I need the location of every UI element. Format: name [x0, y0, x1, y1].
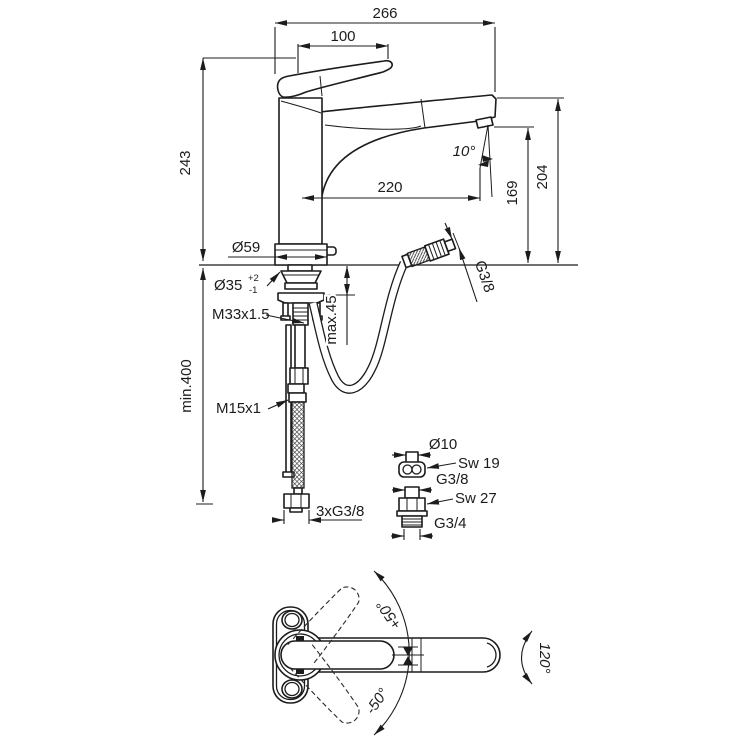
- dim-handle-reach: 100: [297, 28, 389, 73]
- dim-outlet-height-label: 169: [504, 180, 521, 205]
- body-cap-line: [280, 100, 322, 114]
- stud-left: [282, 302, 289, 318]
- gap-arrow-bottom: [403, 656, 413, 665]
- dim-supply-connections-label: 3xG3/8: [316, 503, 364, 520]
- hose-pipe: [294, 324, 306, 369]
- dim-max-deck-thickness: max.45: [321, 266, 355, 347]
- detail-wrench2-label: Sw 27: [455, 490, 497, 507]
- base: [274, 243, 328, 266]
- swivel-arc: [373, 570, 410, 736]
- dim-hole-diameter: Ø35 +2 -1: [214, 271, 281, 296]
- main-side-view: 266 100 243 220: [175, 5, 578, 524]
- dim-outlet-height: 169: [494, 126, 534, 263]
- spout-detail-line: [324, 124, 422, 130]
- spout-outline: [320, 94, 497, 197]
- m15-nut: [288, 392, 307, 403]
- dim-hose-thread-label: M15x1: [216, 400, 261, 417]
- dim-swivel-up-label: +50°: [373, 597, 405, 633]
- dim-spout-reach-label: 220: [377, 179, 402, 196]
- connector-detail-view: Ø10 Sw 19 G3/8 Sw 27 G3/4: [391, 436, 500, 540]
- lever-top-view: [280, 640, 395, 670]
- dim-hole-diameter-label: Ø35: [214, 277, 242, 294]
- dim-spout-reach: 220: [302, 168, 481, 201]
- lever-position-down: [287, 644, 360, 724]
- hose-connector: [401, 238, 457, 269]
- washer: [284, 282, 318, 290]
- shank-neck: [287, 264, 313, 272]
- dim-hole-tol-lower: -1: [249, 285, 257, 296]
- mounting-set: [277, 264, 325, 326]
- faucet-body: [278, 97, 323, 245]
- dim-overall-depth: 266: [274, 5, 496, 92]
- gap-arrow-top: [403, 647, 413, 656]
- dim-base-diameter-label: Ø59: [232, 239, 260, 256]
- dim-max-deck-thickness-label: max.45: [323, 295, 340, 344]
- plan-view: +50° -50° 120°: [272, 570, 553, 736]
- pivot-notch-top: [296, 636, 304, 641]
- hose-hex-nut: [283, 493, 310, 509]
- dim-head-height-label: 204: [534, 164, 551, 189]
- dim-hose-connection: G3/8: [444, 222, 498, 303]
- cone-gasket: [280, 270, 322, 284]
- pipe-block: [289, 367, 309, 385]
- dim-overall-depth-label: 266: [372, 5, 397, 22]
- detail-wrench1-label: Sw 19: [458, 455, 500, 472]
- handle-front-edge: [319, 75, 323, 97]
- dim-handle-reach-label: 100: [330, 28, 355, 45]
- dim-hole-tol-upper: +2: [248, 273, 259, 284]
- detail-thread2-label: G3/4: [434, 515, 467, 532]
- hose-tip: [289, 507, 303, 513]
- fitting-stem: [404, 486, 420, 499]
- dim-hose-connection-label: G3/8: [471, 258, 498, 294]
- pivot-notch-bottom: [296, 669, 304, 674]
- dim-spray-angle: 10°: [453, 124, 493, 198]
- total-swivel-arrow: [520, 630, 533, 685]
- aerator: [475, 116, 494, 129]
- sw27-nut: [398, 497, 426, 512]
- detail-hose-diameter-label: Ø10: [429, 436, 457, 453]
- detail-thread1-label: G3/8: [436, 471, 469, 488]
- dim-min-clearance-label: min.400: [178, 359, 195, 412]
- pullout-head-joint-line: [420, 98, 426, 129]
- dimensions: 266 100 243 220: [175, 5, 564, 524]
- dim-height-above-deck: 243: [175, 57, 296, 261]
- dim-min-clearance: min.400: [176, 268, 213, 505]
- dim-spray-angle-label: 10°: [453, 143, 476, 160]
- dim-swivel-down-label: -50°: [362, 685, 392, 717]
- mounting-bracket: [277, 292, 325, 304]
- dim-hose-thread: M15x1: [216, 399, 289, 417]
- shank-threads: [293, 307, 308, 321]
- spout-tip-detail: [486, 642, 497, 668]
- hose-neck: [293, 487, 303, 495]
- lever-position-up: [287, 586, 360, 666]
- lever-handle: [276, 59, 393, 98]
- dim-head-height: 204: [497, 97, 564, 263]
- supply-pipes: [282, 324, 310, 513]
- dim-shank-thread-label: M33x1.5: [212, 306, 270, 323]
- dim-shank-thread: M33x1.5: [212, 306, 305, 324]
- dim-supply-connections: 3xG3/8: [272, 503, 364, 524]
- braided-hose: [291, 401, 305, 489]
- dim-base-diameter: Ø59: [228, 239, 327, 260]
- dim-height-label: 243: [177, 150, 194, 175]
- pipe-step: [287, 383, 305, 394]
- dim-swivel-total-label: 120°: [536, 642, 553, 673]
- pullout-hose: [308, 238, 457, 394]
